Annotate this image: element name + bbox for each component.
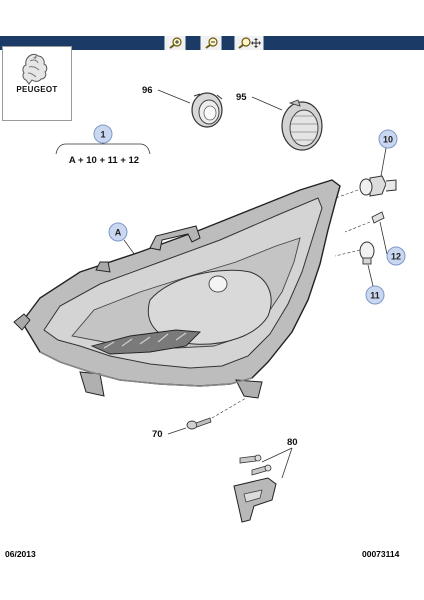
lion-emblem-icon <box>22 53 48 85</box>
part-80-screws[interactable] <box>239 454 272 476</box>
footer-reference: 00073114 <box>362 549 400 559</box>
callout-12[interactable]: 12 <box>386 246 406 266</box>
svg-text:11: 11 <box>370 291 380 301</box>
part-12-bulb[interactable] <box>371 211 385 224</box>
zoom-move-button[interactable] <box>234 36 264 50</box>
part-10-bulb[interactable] <box>359 175 397 197</box>
svg-text:1: 1 <box>100 130 105 140</box>
footer-date: 06/2013 <box>5 549 36 559</box>
part-label-80: 80 <box>287 437 298 448</box>
part-11-bulb[interactable] <box>359 241 375 265</box>
callout-10[interactable]: 10 <box>378 129 398 149</box>
callout-1[interactable]: 1 <box>93 124 113 144</box>
svg-text:A: A <box>115 228 122 238</box>
kit-bracket <box>55 143 151 155</box>
magnifier-move-icon <box>238 37 261 49</box>
magnifier-minus-icon <box>205 37 218 49</box>
svg-text:10: 10 <box>383 135 393 145</box>
zoom-in-button[interactable] <box>164 36 186 50</box>
headlamp-assembly[interactable] <box>13 179 341 399</box>
part-95-cover[interactable] <box>281 99 323 151</box>
magnifier-plus-icon <box>169 37 182 49</box>
svg-text:12: 12 <box>391 252 401 262</box>
part-label-96: 96 <box>142 85 153 96</box>
part-80-bracket[interactable] <box>233 477 277 523</box>
part-label-70: 70 <box>152 429 163 440</box>
zoom-out-button[interactable] <box>200 36 222 50</box>
part-70-screw[interactable] <box>186 417 212 430</box>
callout-11[interactable]: 11 <box>365 285 385 305</box>
kit-formula: A + 10 + 11 + 12 <box>69 155 139 166</box>
part-label-95: 95 <box>236 92 247 103</box>
callout-a[interactable]: A <box>108 222 128 242</box>
brand-logo: PEUGEOT <box>2 46 72 121</box>
part-96-cap[interactable] <box>191 92 223 128</box>
brand-name: PEUGEOT <box>16 85 58 94</box>
